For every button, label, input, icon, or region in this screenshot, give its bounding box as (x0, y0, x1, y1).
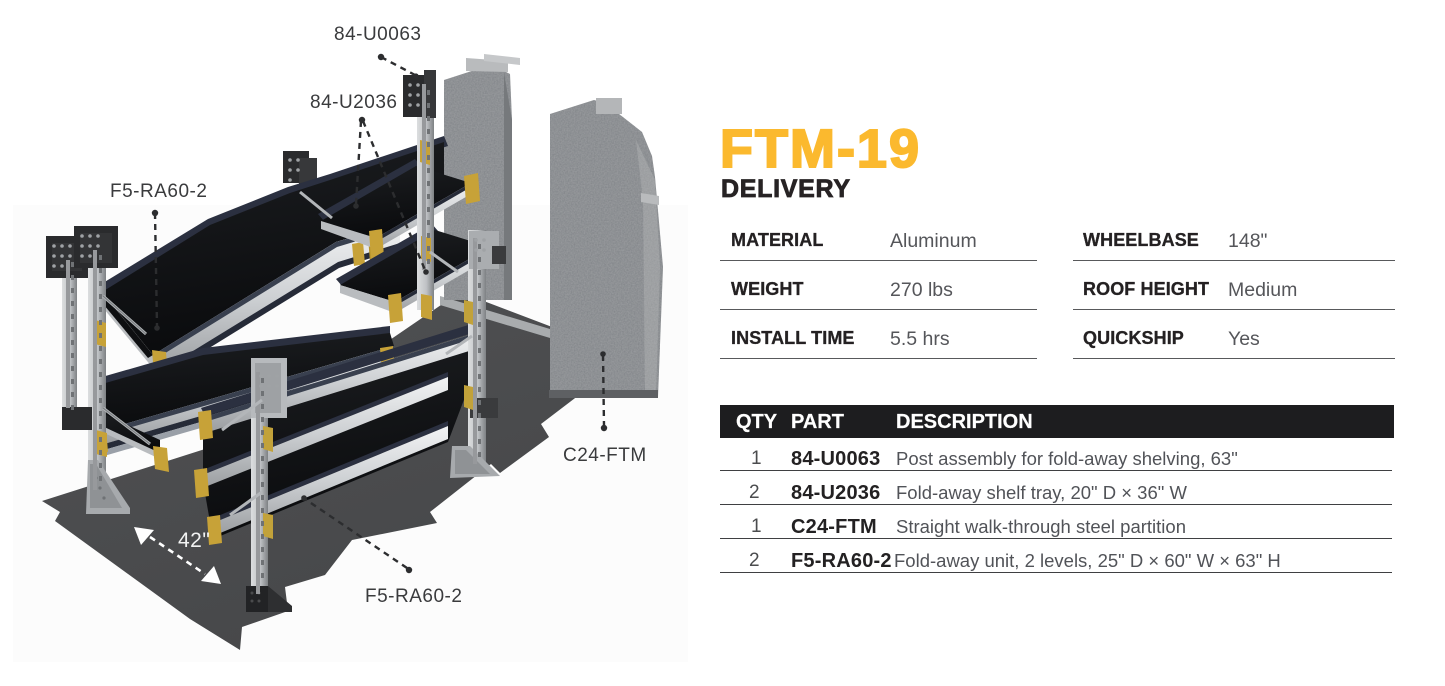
svg-text:84-U0063: 84-U0063 (334, 24, 421, 45)
svg-text:F5-RA60-2: F5-RA60-2 (110, 181, 207, 202)
svg-text:84-U2036: 84-U2036 (310, 92, 397, 113)
svg-text:F5-RA60-2: F5-RA60-2 (365, 586, 462, 607)
svg-text:C24-FTM: C24-FTM (563, 445, 647, 466)
svg-text:42": 42" (178, 529, 210, 552)
